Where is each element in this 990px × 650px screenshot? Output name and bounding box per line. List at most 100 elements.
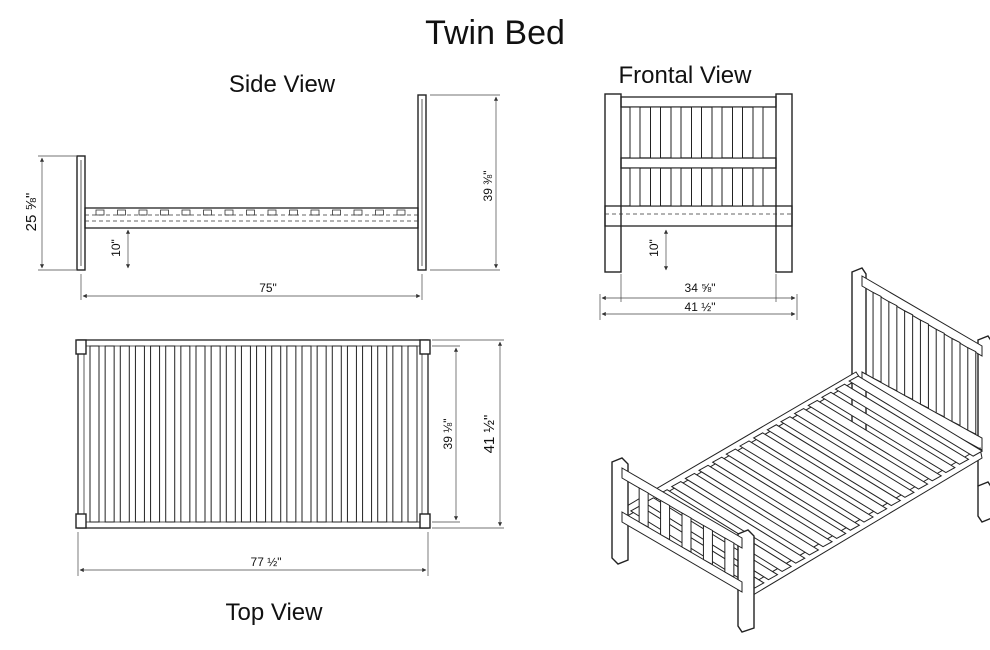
side-length-label: 75"	[259, 281, 277, 295]
diagram-title: Twin Bed	[425, 14, 565, 52]
frontal-upper-slat	[650, 106, 661, 159]
top-view-label: Top View	[226, 599, 324, 626]
side-dimensions: 25 ⅝" 39 ⅜" 10" 75"	[23, 94, 500, 300]
top-slat	[195, 345, 206, 523]
top-slat	[271, 345, 282, 523]
iso-bed-slat	[725, 448, 861, 531]
top-outer-width-label: 41 ½"	[481, 415, 498, 454]
iso-bed-slat	[698, 464, 834, 548]
side-slat-clip	[203, 209, 212, 216]
side-footboard-height-label: 25 ⅝"	[23, 193, 40, 232]
side-slat-clip	[310, 209, 320, 216]
frontal-clearance-label: 10"	[647, 239, 661, 257]
side-slat-clip	[332, 209, 341, 216]
side-slat-clip	[181, 209, 191, 216]
side-slat-clip	[396, 209, 406, 216]
frontal-right-post	[775, 93, 793, 273]
side-slat-clip	[353, 209, 363, 216]
side-slat-clip	[95, 209, 105, 216]
frontal-outer-width-label: 41 ½"	[685, 300, 716, 314]
top-slat	[180, 345, 191, 523]
frontal-upper-slat	[711, 106, 723, 159]
frontal-lower-slat	[629, 167, 641, 207]
iso-bed-slat	[820, 391, 956, 474]
side-slat-clip	[138, 209, 148, 216]
top-slat	[119, 345, 130, 523]
frontal-left-post	[604, 93, 622, 273]
top-slat	[150, 345, 161, 523]
side-view-drawing	[76, 94, 427, 271]
iso-headboard-slat	[967, 346, 977, 435]
top-slat	[165, 345, 176, 523]
iso-footboard-slat	[681, 512, 692, 553]
iso-bed-slat	[752, 432, 888, 515]
side-slat-clip	[375, 209, 384, 216]
side-slat-clip	[224, 209, 234, 216]
top-length-label: 77 ½"	[251, 555, 282, 569]
side-slat-clip	[160, 209, 169, 216]
frontal-upper-slat	[752, 106, 764, 159]
top-slat	[210, 345, 221, 523]
top-slat	[377, 345, 388, 523]
top-frame	[77, 339, 429, 529]
iso-headboard-slat	[872, 291, 882, 383]
top-slat	[134, 345, 145, 523]
iso-footboard-slat	[638, 487, 649, 528]
side-slat-clip	[267, 209, 277, 216]
iso-footboard-slat	[660, 499, 671, 541]
frontal-lower-slat	[752, 167, 764, 207]
side-slat-clip	[117, 209, 126, 216]
frontal-lower-slat	[711, 167, 723, 207]
frontal-inner-width-label: 34 ⅝"	[685, 281, 716, 295]
frontal-view-drawing	[604, 93, 793, 273]
top-slat	[301, 345, 312, 523]
top-view-drawing	[75, 339, 431, 529]
iso-bed-slat	[684, 472, 820, 556]
iso-headboard-slat	[935, 328, 945, 418]
top-slat	[392, 345, 403, 523]
top-slat	[256, 345, 267, 523]
iso-headboard-slat	[904, 310, 914, 401]
top-inner-width-label: 39 ⅛"	[441, 419, 455, 450]
frontal-upper-slat	[629, 106, 641, 159]
side-clearance-label: 10"	[109, 239, 123, 257]
top-dimensions: 39 ⅛" 41 ½" 77 ½"	[77, 339, 504, 576]
side-view-label: Side View	[229, 71, 336, 98]
frontal-upper-slat	[732, 106, 743, 159]
frontal-lower-slat	[691, 167, 702, 207]
iso-bed-slat	[807, 399, 943, 482]
iso-headboard-slat	[951, 337, 961, 427]
top-slat	[225, 345, 236, 523]
iso-bed-slat	[779, 416, 915, 498]
frontal-lower-slat	[670, 167, 682, 207]
top-slat	[362, 345, 373, 523]
iso-headboard-slat	[919, 319, 929, 409]
top-slat	[346, 345, 357, 523]
top-slat	[407, 345, 418, 523]
iso-bed-slat	[848, 375, 984, 457]
top-slat	[286, 345, 297, 523]
iso-bed-slat	[766, 424, 902, 507]
isometric-view-drawing	[611, 267, 990, 633]
top-slat	[89, 345, 100, 523]
frontal-upper-slat	[691, 106, 702, 159]
side-rail	[84, 207, 419, 229]
frontal-upper-slat	[670, 106, 682, 159]
side-slat-clip	[289, 209, 298, 216]
frontal-dimensions: 10" 34 ⅝" 41 ½"	[599, 229, 798, 320]
iso-footboard-slat	[702, 524, 713, 566]
top-slat	[240, 345, 251, 523]
top-slat	[104, 345, 115, 523]
top-slat	[316, 345, 327, 523]
iso-footboard-slat	[724, 537, 735, 578]
iso-bed-slat	[739, 440, 874, 523]
iso-headboard-slat	[888, 300, 898, 392]
iso-bed-slat	[711, 456, 847, 540]
iso-bed-slat	[793, 407, 929, 490]
top-slat	[331, 345, 342, 523]
frontal-lower-slat	[650, 167, 661, 207]
frontal-lower-slat	[732, 167, 743, 207]
frontal-view-label: Frontal View	[619, 62, 753, 89]
side-slat-clip	[246, 209, 255, 216]
